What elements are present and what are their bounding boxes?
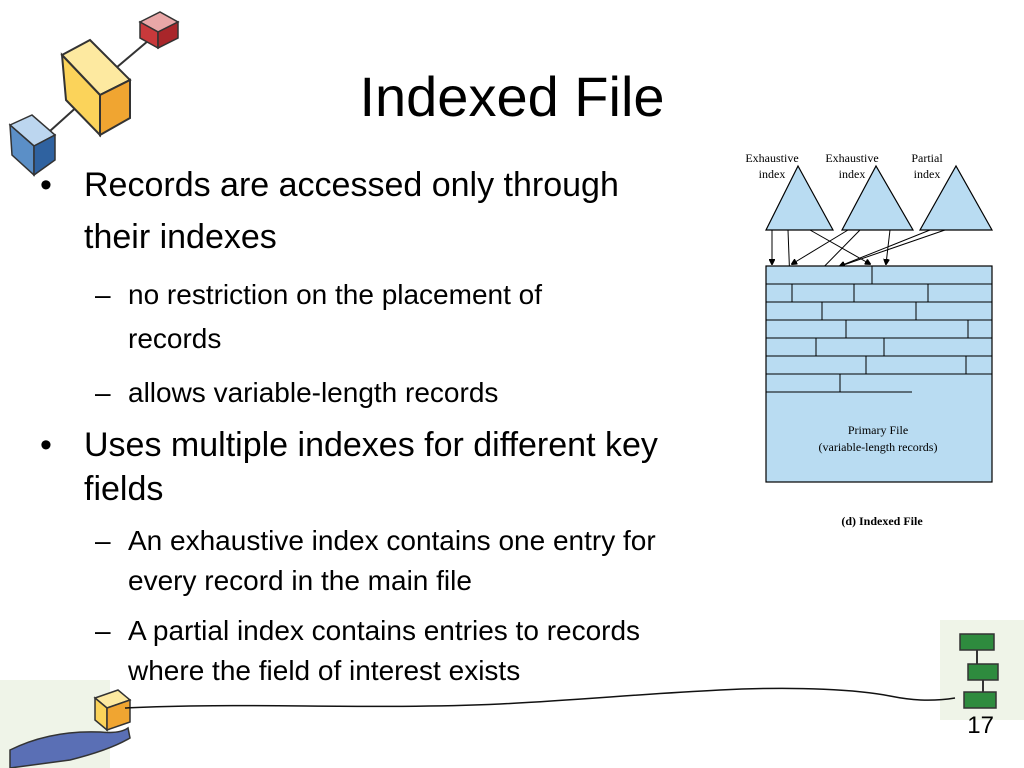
dash-marker: – bbox=[95, 377, 111, 408]
record-lines bbox=[766, 266, 992, 393]
bullet-text: fields bbox=[84, 470, 164, 508]
primary-file-sublabel: (variable-length records) bbox=[819, 440, 938, 454]
sub-bullet-text: allows variable-length records bbox=[128, 377, 499, 408]
hand-with-box-clipart bbox=[0, 680, 132, 768]
yellow-box-icon bbox=[93, 689, 132, 732]
index-label-2-line2: index bbox=[839, 167, 866, 181]
sub-bullet-text: A partial index contains entries to reco… bbox=[128, 615, 641, 646]
index-pointer-arrows bbox=[772, 229, 946, 283]
sub-bullet-text: An exhaustive index contains one entry f… bbox=[128, 525, 656, 556]
bullet-marker: • bbox=[40, 426, 52, 464]
bullet-marker: • bbox=[40, 166, 52, 204]
sub-bullet-text: where the field of interest exists bbox=[128, 655, 521, 686]
bullet-text: Uses multiple indexes for different key bbox=[84, 426, 658, 464]
sub-bullet-text: records bbox=[128, 323, 222, 354]
sub-bullet-text: every record in the main file bbox=[128, 565, 472, 596]
bullet-text: Records are accessed only through bbox=[84, 166, 619, 204]
exhaustive-index-triangle bbox=[841, 164, 915, 231]
hand-icon bbox=[9, 726, 131, 768]
indexed-file-diagram: Exhaustive index Exhaustive index Partia… bbox=[745, 151, 994, 528]
flowchart-boxes-icon bbox=[959, 633, 999, 709]
exhaustive-index-triangle bbox=[765, 164, 835, 231]
blue-cube-icon bbox=[8, 114, 57, 177]
wavy-divider-line bbox=[124, 687, 956, 709]
red-cube-icon bbox=[138, 11, 180, 50]
dash-marker: – bbox=[95, 525, 111, 556]
index-label-3-line1: Partial bbox=[911, 151, 943, 165]
slide-title: Indexed File bbox=[359, 65, 665, 128]
figure-caption: (d) Indexed File bbox=[841, 514, 923, 528]
flowchart-clipart bbox=[940, 620, 1024, 720]
page-number: 17 bbox=[967, 712, 994, 739]
dash-marker: – bbox=[95, 615, 111, 646]
index-label-1-line1: Exhaustive bbox=[745, 151, 798, 165]
index-label-2-line1: Exhaustive bbox=[825, 151, 878, 165]
sub-bullet-text: no restriction on the placement of bbox=[128, 279, 543, 310]
index-label-3-line2: index bbox=[914, 167, 941, 181]
dash-marker: – bbox=[95, 279, 111, 310]
yellow-cube-icon bbox=[60, 38, 132, 138]
cube-clipart-top-left bbox=[8, 11, 180, 177]
primary-file-label: Primary File bbox=[848, 423, 908, 437]
index-label-1-line2: index bbox=[759, 167, 786, 181]
bullet-text: their indexes bbox=[84, 218, 277, 256]
partial-index-triangle bbox=[918, 164, 994, 231]
